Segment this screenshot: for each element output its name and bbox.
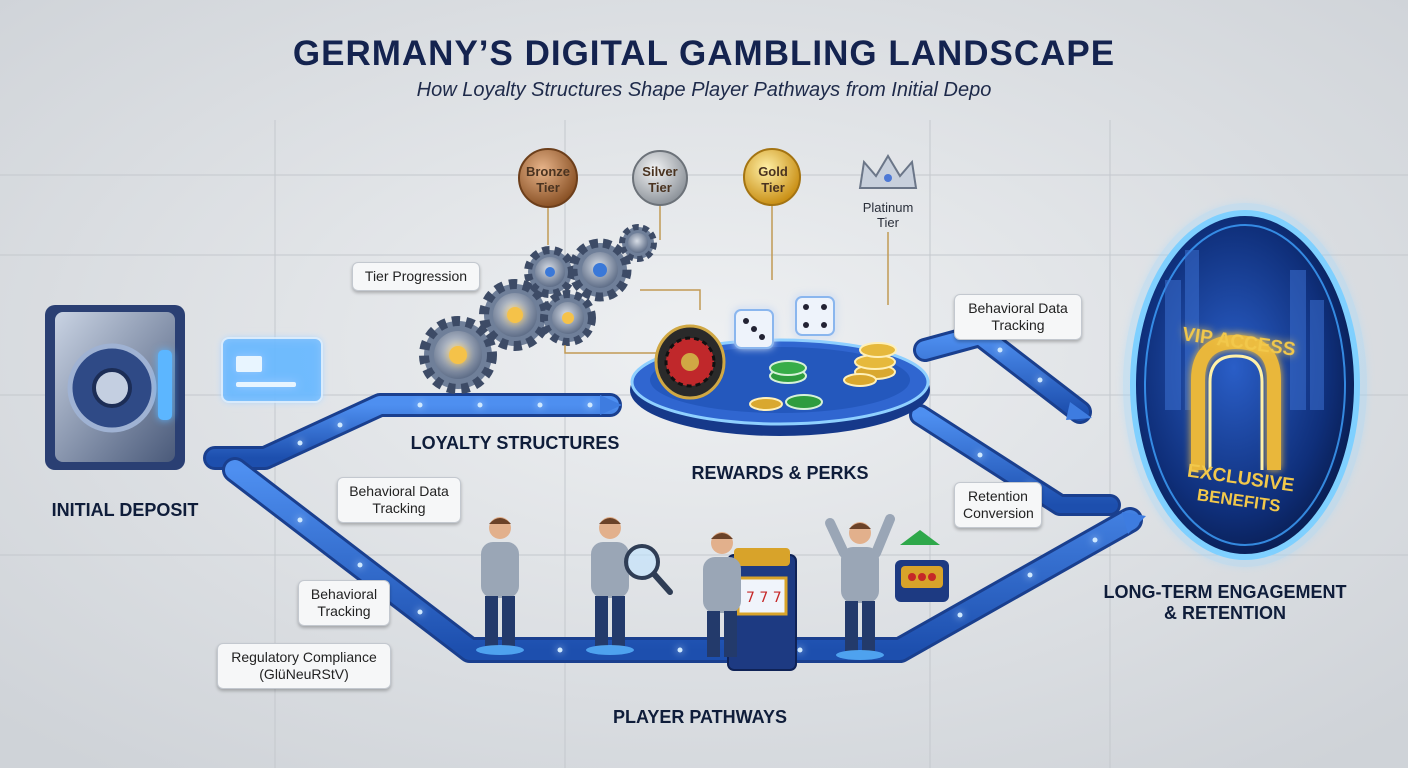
- callout-line: Behavioral Data: [963, 300, 1073, 317]
- vip-portal: [1123, 203, 1367, 567]
- regulatory-compliance-callout: Regulatory Compliance (GlüNeuRStV): [217, 643, 391, 689]
- callout-line: Behavioral: [307, 586, 381, 603]
- bronze-tier-label: Bronze: [526, 164, 570, 179]
- roulette-wheel-icon: [656, 326, 724, 398]
- long-term-engagement-label: LONG-TERM ENGAGEMENT & RETENTION: [1085, 582, 1365, 624]
- behavioral-tracking-callout: Behavioral Tracking: [298, 580, 390, 626]
- gold-tier-sublabel: Tier: [761, 180, 785, 195]
- loyalty-structures-label: LOYALTY STRUCTURES: [395, 433, 635, 454]
- section-label-line: LONG-TERM ENGAGEMENT: [1085, 582, 1365, 603]
- bronze-tier-sublabel: Tier: [536, 180, 560, 195]
- behavioral-data-tracking-callout-top: Behavioral Data Tracking: [954, 294, 1082, 340]
- callout-line: Conversion: [963, 505, 1033, 522]
- page-subtitle: How Loyalty Structures Shape Player Path…: [0, 79, 1408, 102]
- initial-deposit-label: INITIAL DEPOSIT: [35, 500, 215, 521]
- vault-icon: [45, 305, 185, 470]
- platinum-crown-icon: [860, 156, 916, 305]
- platinum-tier-label: Platinum: [863, 200, 914, 215]
- jackpot-icon: [895, 530, 949, 602]
- callout-line: Tracking: [346, 500, 452, 517]
- player-pathways-label: PLAYER PATHWAYS: [590, 707, 810, 728]
- silver-tier-sublabel: Tier: [648, 180, 672, 195]
- player-figure: [476, 517, 524, 655]
- platinum-tier-sublabel: Tier: [877, 215, 900, 230]
- page-title: GERMANY’S DIGITAL GAMBLING LANDSCAPE: [0, 34, 1408, 74]
- rewards-perks-label: REWARDS & PERKS: [680, 463, 880, 484]
- callout-line: Retention: [963, 488, 1033, 505]
- callout-line: (GlüNeuRStV): [226, 666, 382, 683]
- retention-conversion-callout: Retention Conversion: [954, 482, 1042, 528]
- tier-progression-callout: Tier Progression: [352, 262, 480, 291]
- svg-text:7 7 7: 7 7 7: [746, 590, 782, 606]
- callout-line: Tracking: [307, 603, 381, 620]
- section-label-line: & RETENTION: [1085, 603, 1365, 624]
- callout-line: Behavioral Data: [346, 483, 452, 500]
- credit-card-icon: [222, 338, 322, 402]
- player-figure-magnifier: [586, 517, 670, 655]
- behavioral-data-tracking-callout-left: Behavioral Data Tracking: [337, 477, 461, 523]
- callout-line: Tracking: [963, 317, 1073, 334]
- callout-line: Regulatory Compliance: [226, 649, 382, 666]
- silver-tier-label: Silver: [642, 164, 677, 179]
- gold-tier-label: Gold: [758, 164, 788, 179]
